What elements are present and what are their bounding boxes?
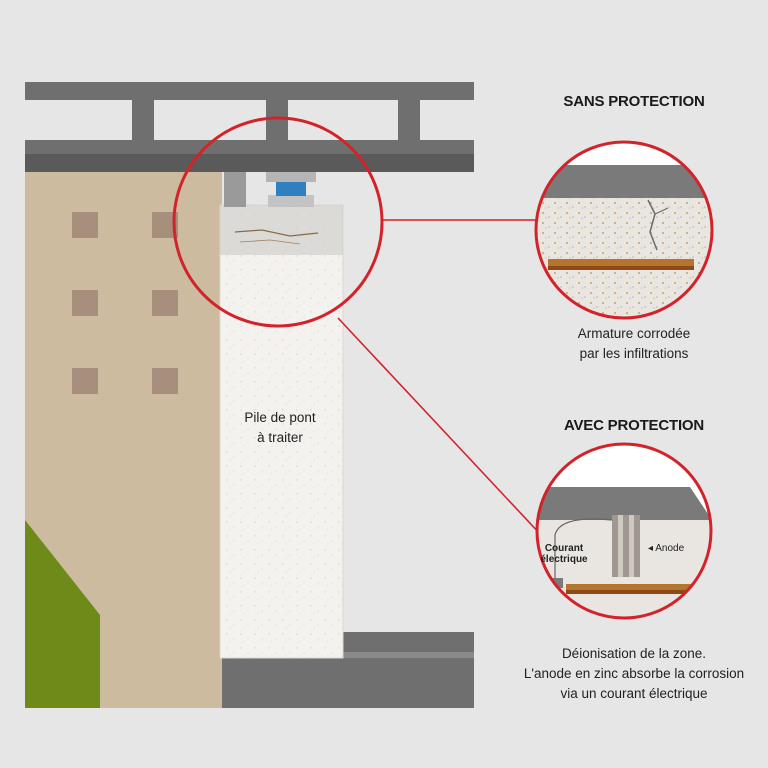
detail-sans-protection bbox=[534, 140, 714, 320]
sans-caption-line1: Armature corrodée bbox=[577, 326, 691, 341]
detail-avec-protection bbox=[535, 442, 713, 620]
pile-label-line1: Pile de pont bbox=[244, 410, 316, 425]
anode-label: ◂ Anode bbox=[648, 543, 685, 554]
courant-line2: électrique bbox=[540, 554, 588, 565]
anode-block bbox=[612, 515, 640, 577]
avec-caption-line1: Déionisation de la zone. bbox=[561, 646, 707, 661]
pile-label: Pile de pont à traiter bbox=[215, 408, 345, 448]
sans-protection-caption: Armature corrodée par les infiltrations bbox=[504, 324, 764, 364]
sans-protection-title: SANS PROTECTION bbox=[563, 93, 705, 110]
bridge-bearing bbox=[268, 195, 314, 207]
connector-line-bottom bbox=[337, 317, 543, 537]
avec-protection-caption: Déionisation de la zone. L'anode en zinc… bbox=[484, 644, 768, 704]
avec-caption-line2: L'anode en zinc absorbe la corrosion bbox=[523, 666, 745, 681]
building-windows bbox=[72, 212, 178, 394]
sans-caption-line2: par les infiltrations bbox=[579, 346, 689, 361]
avec-caption-line3: via un courant électrique bbox=[560, 686, 708, 701]
grass-slope bbox=[25, 520, 100, 708]
avec-protection-title: AVEC PROTECTION bbox=[563, 417, 705, 434]
bridge-deck bbox=[25, 82, 474, 172]
pile-label-line2: à traiter bbox=[257, 430, 303, 445]
courant-label: Courant électrique bbox=[534, 543, 594, 565]
bridge-pile bbox=[220, 205, 343, 658]
courant-line1: Courant bbox=[544, 543, 584, 554]
highlight-ring bbox=[172, 116, 384, 328]
